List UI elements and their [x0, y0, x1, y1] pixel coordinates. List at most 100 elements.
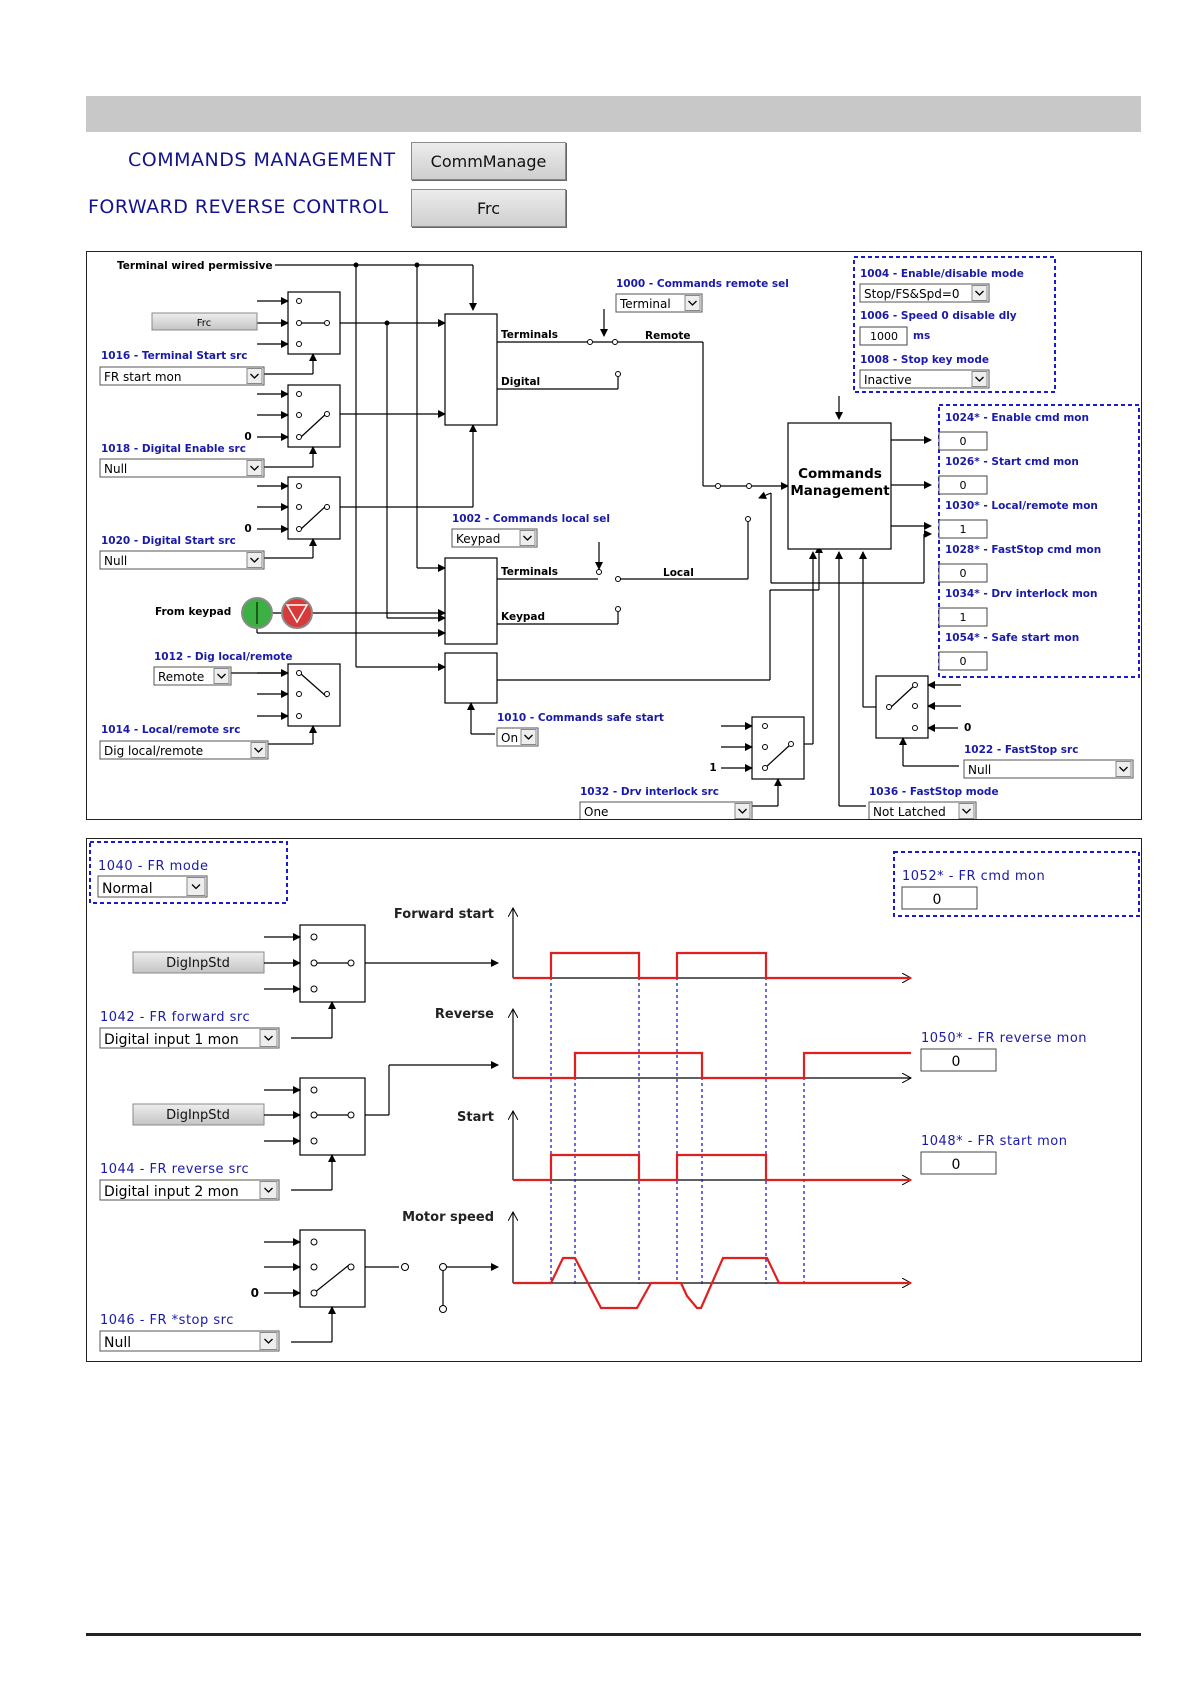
diginpstd-label-1: DigInpStd: [166, 956, 230, 971]
p1012-select[interactable]: Remote: [153, 666, 232, 686]
fr-mode-group: [89, 841, 288, 904]
zero-label: 0: [251, 1286, 259, 1300]
p1044-label: 1044 - FR reverse src: [100, 1162, 249, 1177]
p1022-select[interactable]: Null: [963, 759, 1134, 779]
forward-reverse-control-diagram: 1040 - FR mode 1052* - FR cmd mon 1042 -…: [86, 838, 1142, 1362]
dropdown-arrow-icon[interactable]: [684, 295, 701, 311]
forward-reverse-control-label: FORWARD REVERSE CONTROL: [88, 196, 389, 218]
dropdown-arrow-icon[interactable]: [520, 729, 537, 745]
p1036-select[interactable]: Not Latched: [868, 801, 977, 821]
frc-source-block: [151, 312, 258, 331]
commands-management-label: Management: [790, 483, 890, 499]
p1008-label: 1008 - Stop key mode: [860, 354, 989, 366]
stop-button-icon: [281, 597, 313, 629]
p1018-label: 1018 - Digital Enable src: [101, 443, 246, 455]
p1014-select[interactable]: Dig local/remote: [99, 740, 269, 760]
p1008-select-value: Inactive: [864, 373, 912, 387]
p1016-label: 1016 - Terminal Start src: [101, 350, 248, 362]
motor-speed-waveform: [513, 1256, 911, 1310]
p1040-select-value: Normal: [102, 881, 153, 897]
terminals-label: Terminals: [501, 566, 558, 578]
p1036-select-value: Not Latched: [873, 805, 946, 819]
monitor-label: 1054* - Safe start mon: [945, 632, 1079, 644]
fr-cmd-mon-group: [893, 851, 1140, 917]
p1006-input[interactable]: [859, 326, 908, 346]
p1046-select[interactable]: Null: [99, 1330, 280, 1352]
p1018-select-value: Null: [104, 462, 127, 476]
motor-speed-label: Motor speed: [402, 1210, 494, 1225]
p1040-label: 1040 - FR mode: [98, 859, 209, 874]
p1000-label: 1000 - Commands remote sel: [616, 278, 789, 290]
terminals-label: Terminals: [501, 329, 558, 341]
dropdown-arrow-icon[interactable]: [971, 371, 988, 387]
top-bar: [86, 96, 1141, 132]
diginpstd-label-2: DigInpStd: [166, 1108, 230, 1123]
p1004-select[interactable]: Stop/FS&Spd=0: [859, 283, 990, 303]
p1050-label: 1050* - FR reverse mon: [921, 1031, 1087, 1046]
p1052-box: [901, 886, 978, 910]
monitor-label: 1034* - Drv interlock mon: [945, 588, 1097, 600]
p1042-select[interactable]: Digital input 1 mon: [99, 1027, 280, 1049]
dropdown-arrow-icon[interactable]: [213, 668, 230, 684]
p1012-label: 1012 - Dig local/remote: [154, 651, 293, 663]
monitor-value: 0: [960, 435, 967, 448]
p1022-label: 1022 - FastStop src: [964, 744, 1078, 756]
p1006-unit: ms: [913, 330, 930, 342]
p1004-label: 1004 - Enable/disable mode: [860, 268, 1024, 280]
p1002-select[interactable]: Keypad: [451, 528, 538, 548]
p1000-select-value: Terminal: [619, 297, 671, 311]
p1020-label: 1020 - Digital Start src: [101, 535, 236, 547]
dropdown-arrow-icon[interactable]: [519, 530, 536, 546]
dropdown-arrow-icon[interactable]: [259, 1029, 278, 1047]
monitor-label: 1026* - Start cmd mon: [945, 456, 1079, 468]
p1032-select-value: One: [584, 805, 608, 819]
commmanage-button[interactable]: CommManage: [411, 142, 566, 180]
forward-start-label: Forward start: [394, 907, 494, 922]
p1014-select-value: Dig local/remote: [104, 744, 203, 758]
dropdown-arrow-icon[interactable]: [734, 803, 751, 819]
dropdown-arrow-icon[interactable]: [1115, 761, 1132, 777]
frc-button[interactable]: Frc: [411, 189, 566, 227]
dropdown-arrow-icon[interactable]: [259, 1181, 278, 1199]
remote-label: Remote: [645, 330, 691, 342]
p1042-select-value: Digital input 1 mon: [104, 1032, 239, 1048]
p1046-label: 1046 - FR *stop src: [100, 1313, 234, 1328]
dropdown-arrow-icon[interactable]: [246, 552, 263, 568]
p1018-select[interactable]: Null: [99, 458, 265, 478]
p1000-select[interactable]: Terminal: [615, 293, 703, 313]
p1020-select-value: Null: [104, 554, 127, 568]
p1032-label: 1032 - Drv interlock src: [580, 786, 719, 798]
monitor-value: 0: [960, 655, 967, 668]
dropdown-arrow-icon[interactable]: [186, 877, 206, 896]
commands-management-label: Commands: [798, 466, 882, 482]
dropdown-arrow-icon[interactable]: [971, 285, 988, 301]
dropdown-arrow-icon[interactable]: [246, 460, 263, 476]
p1040-select[interactable]: Normal: [97, 875, 208, 898]
monitor-box: [938, 607, 988, 627]
monitor-box: [938, 475, 988, 495]
monitor-params-group: [938, 404, 1140, 678]
p1010-label: 1010 - Commands safe start: [497, 712, 664, 724]
p1042-label: 1042 - FR forward src: [100, 1010, 250, 1025]
p1016-select[interactable]: FR start mon: [99, 366, 265, 386]
monitor-label: 1030* - Local/remote mon: [945, 500, 1098, 512]
start-label: Start: [457, 1110, 494, 1125]
p1050-box-value: 0: [952, 1054, 961, 1070]
p1052-label: 1052* - FR cmd mon: [902, 869, 1045, 884]
p1044-select[interactable]: Digital input 2 mon: [99, 1179, 280, 1201]
p1014-label: 1014 - Local/remote src: [101, 724, 240, 736]
p1012-select-value: Remote: [158, 670, 204, 684]
p1002-label: 1002 - Commands local sel: [452, 513, 610, 525]
zero-label: 0: [964, 722, 971, 734]
dropdown-arrow-icon[interactable]: [250, 742, 267, 758]
p1020-select[interactable]: Null: [99, 550, 265, 570]
p1048-label: 1048* - FR start mon: [921, 1134, 1067, 1149]
dropdown-arrow-icon[interactable]: [259, 1332, 278, 1350]
dropdown-arrow-icon[interactable]: [958, 803, 975, 819]
p1010-select[interactable]: On: [496, 727, 539, 747]
p1032-select[interactable]: One: [579, 801, 753, 821]
dropdown-arrow-icon[interactable]: [246, 368, 263, 384]
p1008-select[interactable]: Inactive: [859, 369, 990, 389]
start-button-icon: [241, 597, 273, 629]
zero-label: 0: [244, 431, 251, 443]
